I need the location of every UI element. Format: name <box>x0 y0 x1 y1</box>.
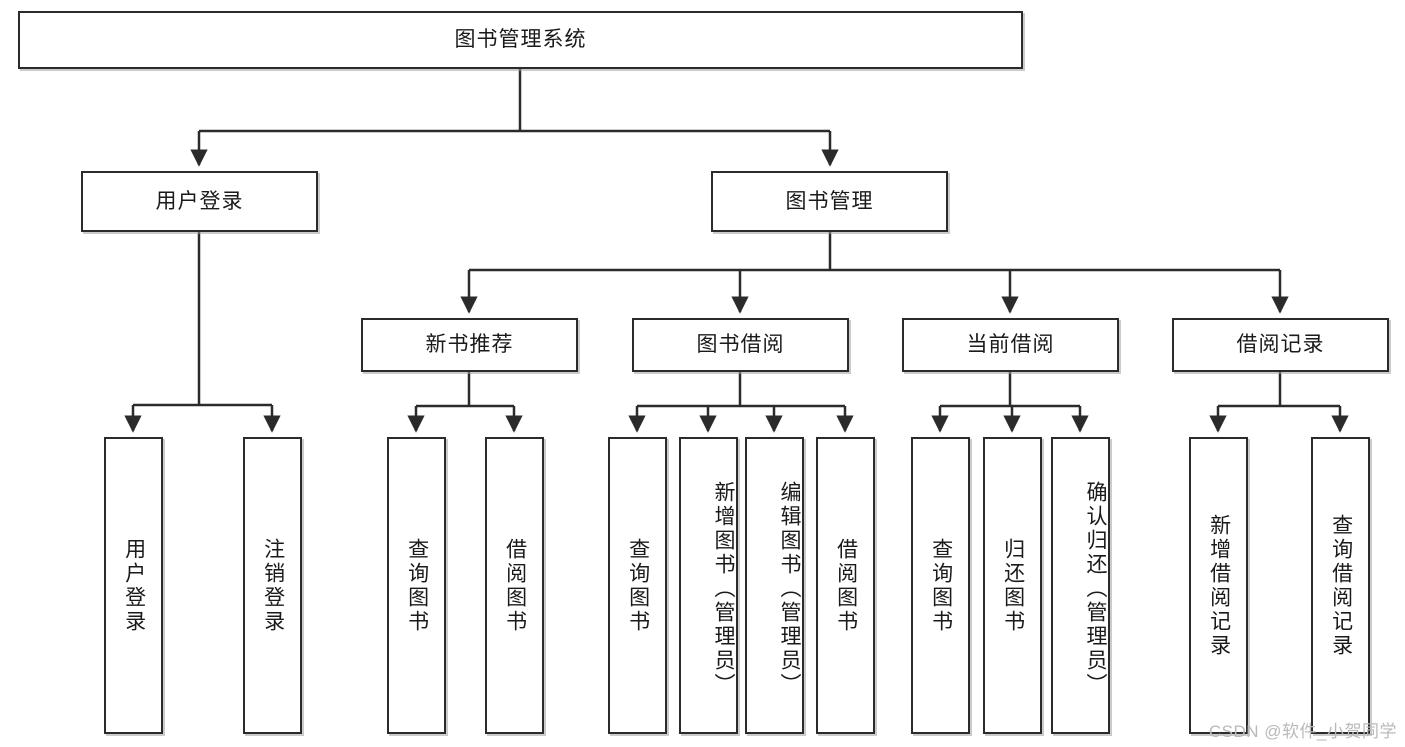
node-current-borrow-label: 当前借阅 <box>966 333 1055 357</box>
node-book-manage-label: 图书管理 <box>785 189 874 213</box>
node-root-label: 图书管理系统 <box>454 28 587 52</box>
node-leaf-logout-label: 注销登录 <box>261 537 285 634</box>
node-leaf-query-book-1[interactable]: 查询图书 <box>387 437 446 734</box>
node-leaf-query-book-2[interactable]: 查询图书 <box>608 437 667 734</box>
node-book-borrow[interactable]: 图书借阅 <box>632 318 849 372</box>
node-leaf-query-book-1-label: 查询图书 <box>405 537 429 634</box>
node-borrow-record[interactable]: 借阅记录 <box>1172 318 1389 372</box>
node-book-borrow-label: 图书借阅 <box>696 333 785 357</box>
node-leaf-edit-book-label: 编辑图书（管理员） <box>778 480 801 697</box>
node-leaf-add-record-label: 新增借阅记录 <box>1207 513 1231 658</box>
node-leaf-confirm-return[interactable]: 确认归还（管理员） <box>1051 437 1110 734</box>
node-new-book-rec-label: 新书推荐 <box>425 333 514 357</box>
node-leaf-query-book-2-label: 查询图书 <box>626 537 650 634</box>
node-leaf-query-record-label: 查询借阅记录 <box>1329 513 1353 658</box>
node-leaf-user-login[interactable]: 用户登录 <box>104 437 163 734</box>
node-current-borrow[interactable]: 当前借阅 <box>902 318 1119 372</box>
node-new-book-rec[interactable]: 新书推荐 <box>361 318 578 372</box>
node-leaf-return-book[interactable]: 归还图书 <box>983 437 1042 734</box>
node-leaf-add-book-label: 新增图书（管理员） <box>712 480 735 697</box>
node-leaf-confirm-return-label: 确认归还（管理员） <box>1084 480 1107 697</box>
node-leaf-borrow-book-2[interactable]: 借阅图书 <box>816 437 875 734</box>
node-user-login-label: 用户登录 <box>155 189 244 213</box>
node-leaf-borrow-book-1[interactable]: 借阅图书 <box>485 437 544 734</box>
node-leaf-user-login-label: 用户登录 <box>122 537 146 634</box>
node-leaf-borrow-book-2-label: 借阅图书 <box>834 537 858 634</box>
node-leaf-query-record[interactable]: 查询借阅记录 <box>1311 437 1370 734</box>
node-leaf-borrow-book-1-label: 借阅图书 <box>503 537 527 634</box>
node-leaf-add-book[interactable]: 新增图书（管理员） <box>679 437 738 734</box>
node-leaf-edit-book[interactable]: 编辑图书（管理员） <box>745 437 804 734</box>
node-leaf-query-book-3-label: 查询图书 <box>929 537 953 634</box>
node-leaf-return-book-label: 归还图书 <box>1001 537 1025 634</box>
node-book-manage[interactable]: 图书管理 <box>711 171 948 232</box>
node-leaf-query-book-3[interactable]: 查询图书 <box>911 437 970 734</box>
node-user-login[interactable]: 用户登录 <box>81 171 318 232</box>
node-borrow-record-label: 借阅记录 <box>1236 333 1325 357</box>
node-leaf-logout[interactable]: 注销登录 <box>243 437 302 734</box>
node-root[interactable]: 图书管理系统 <box>18 11 1023 69</box>
node-leaf-add-record[interactable]: 新增借阅记录 <box>1189 437 1248 734</box>
